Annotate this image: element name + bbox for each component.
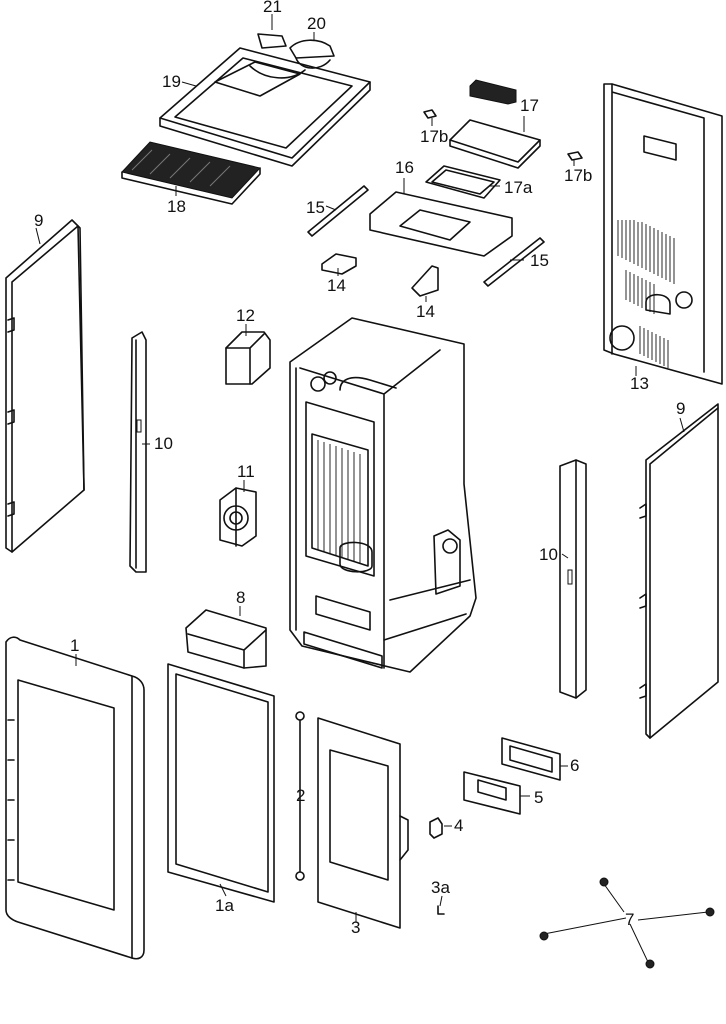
label-7: 7 [625, 910, 634, 929]
label-1: 1 [70, 636, 79, 655]
leader-lines [35, 14, 685, 922]
part-17b-clip-left [423, 109, 437, 119]
part-3-door [317, 717, 409, 929]
part-10-right-upright [559, 459, 587, 699]
label-12: 12 [236, 306, 255, 325]
part-17-cover [449, 79, 541, 169]
label-19: 19 [162, 72, 181, 91]
part-7-feet [539, 877, 715, 969]
part-1a-door-frame [167, 663, 275, 903]
label-11: 11 [237, 462, 255, 481]
label-6: 6 [570, 756, 579, 775]
label-17: 17 [520, 96, 539, 115]
label-17b-left: 17b [420, 127, 448, 146]
label-18: 18 [167, 197, 186, 216]
part-10-left-upright [129, 331, 147, 573]
label-9-right: 9 [676, 399, 685, 418]
label-5: 5 [534, 788, 543, 807]
label-21: 21 [263, 0, 282, 16]
label-16: 16 [395, 158, 414, 177]
label-14-right: 14 [416, 302, 435, 321]
label-15-right: 15 [530, 251, 549, 270]
label-9-left: 9 [34, 211, 43, 230]
label-4: 4 [454, 816, 463, 835]
part-4-latch [429, 817, 443, 839]
part-15-rail-right [483, 237, 545, 287]
label-17b-right: 17b [564, 166, 592, 185]
label-13: 13 [630, 374, 649, 393]
label-10-right: 10 [539, 545, 558, 564]
label-2: 2 [296, 786, 305, 805]
part-3a-screw [437, 905, 445, 915]
label-10-left: 10 [154, 434, 173, 453]
part-17b-clip-right [567, 151, 583, 161]
part-1-front-panel [5, 636, 145, 960]
part-18-grid-plate [121, 141, 261, 205]
label-1a: 1a [215, 896, 234, 915]
part-labels: 1 1a 2 3 3a 4 5 6 7 8 9 9 10 10 11 12 13… [34, 0, 685, 937]
part-16-plate [369, 191, 513, 257]
label-15-left: 15 [306, 198, 325, 217]
label-3a: 3a [431, 878, 450, 897]
part-11-fan-housing [219, 487, 257, 547]
part-9-left-side-panel [5, 219, 85, 553]
label-20: 20 [307, 14, 326, 33]
stove-body [289, 317, 477, 673]
part-19-top-frame [159, 47, 371, 167]
part-13-back-panel [603, 83, 723, 385]
part-5-plate [463, 771, 521, 815]
label-8: 8 [236, 588, 245, 607]
part-21-top-cover [257, 33, 287, 49]
part-17a-seal [425, 165, 501, 199]
label-17a: 17a [504, 178, 533, 197]
part-20-top-cover [289, 39, 335, 69]
part-6-gasket [501, 737, 561, 781]
label-14-left: 14 [327, 276, 346, 295]
part-9-right-side-panel [639, 403, 719, 739]
part-8-bracket [185, 609, 267, 669]
part-14-bracket-left [321, 253, 357, 275]
part-14-bracket-right [411, 265, 439, 297]
part-12-cover [225, 331, 271, 385]
label-3: 3 [351, 918, 360, 937]
part-15-rail-left [307, 185, 369, 237]
